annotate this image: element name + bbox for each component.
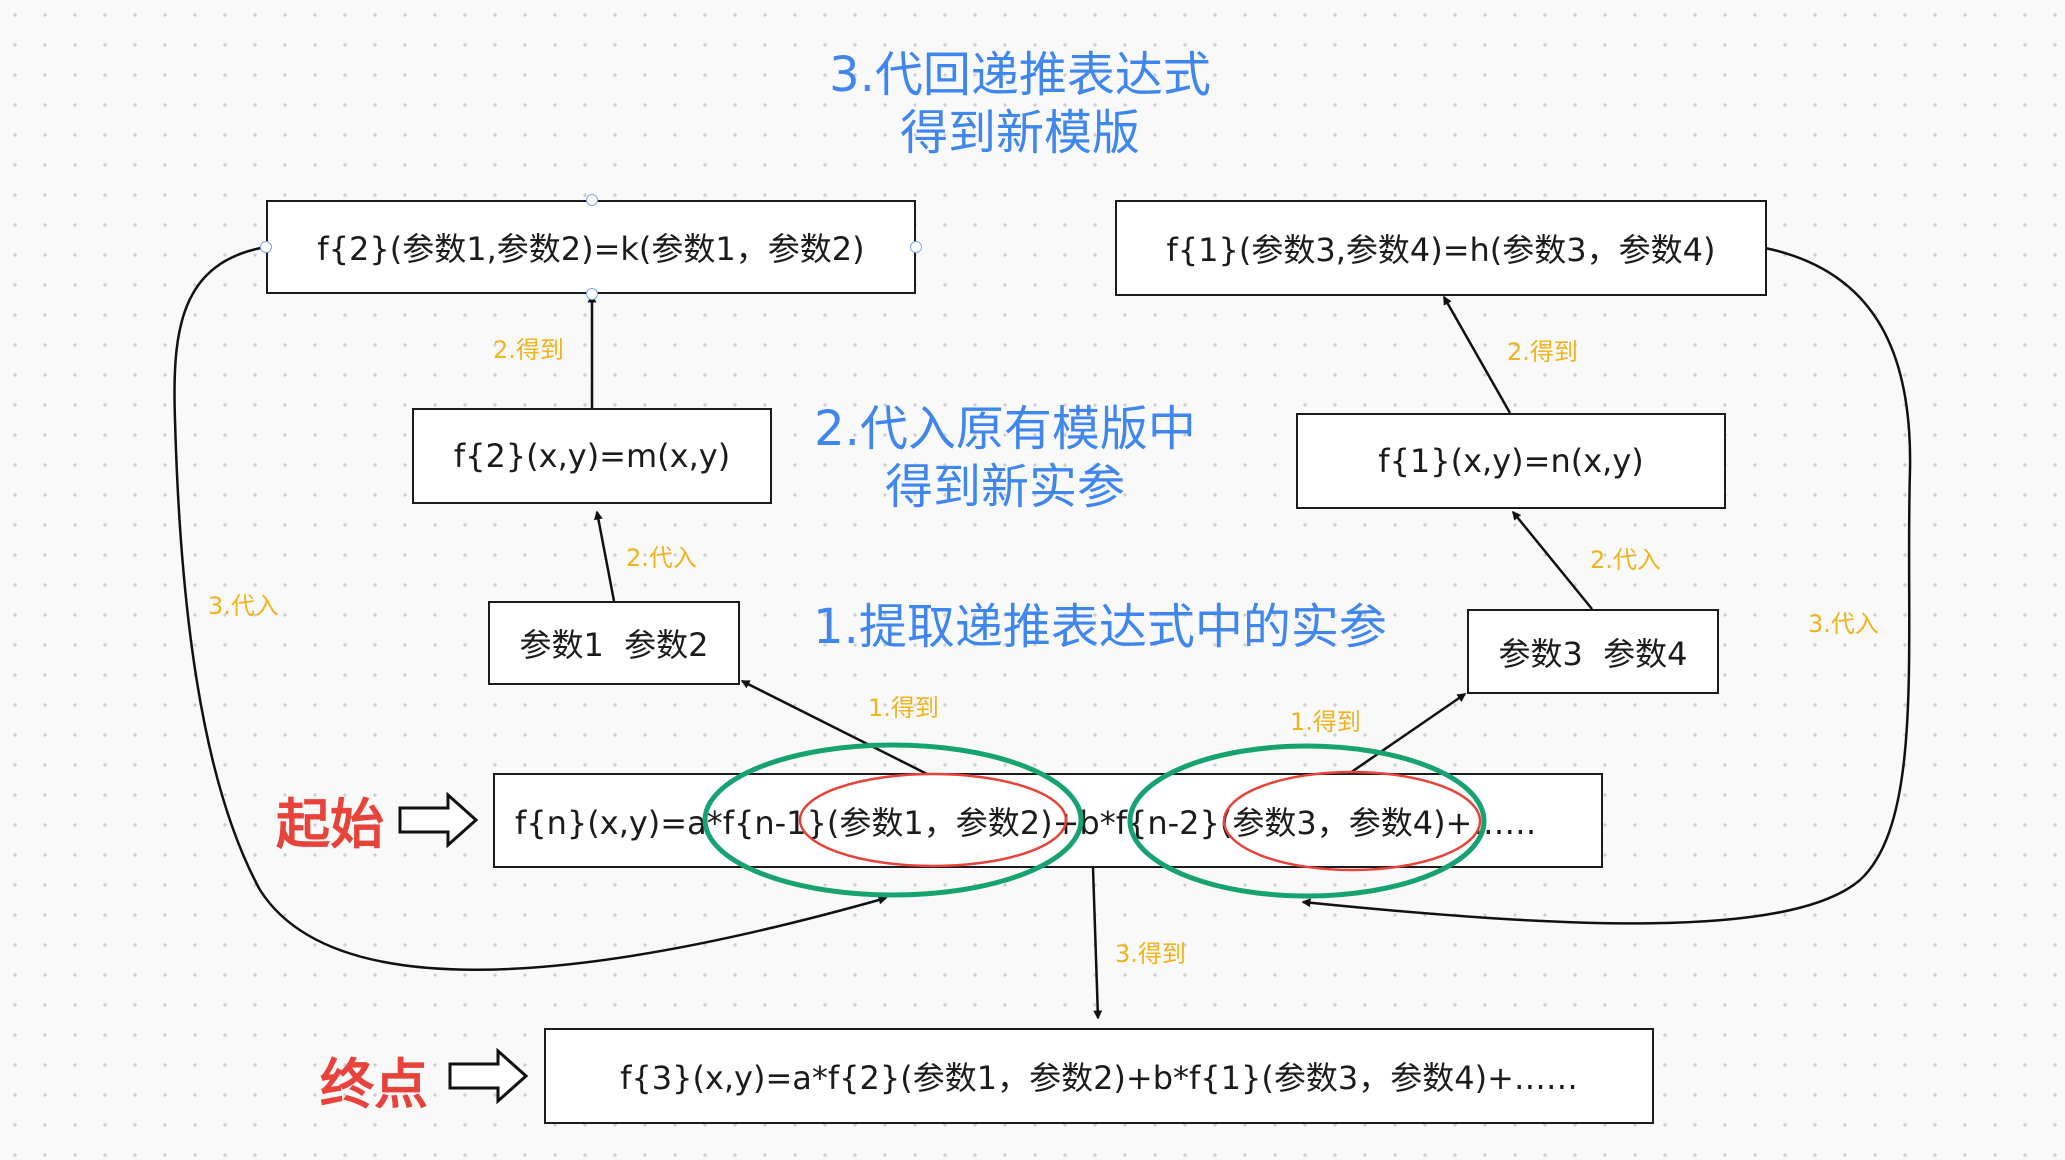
arrow-get1-right: [1349, 692, 1467, 775]
arrow-get2-right: [1442, 295, 1512, 414]
template-f2-text: f{2}(参数1,参数2)=k(参数1，参数2): [317, 230, 865, 268]
edge-label-get2-left: 2.得到: [493, 336, 564, 364]
edge-label-get2-right: 2.得到: [1507, 338, 1578, 366]
step3-title-line1: 3.代回递推表达式: [829, 47, 1211, 103]
step3-title: 3.代回递推表达式 得到新模版: [700, 46, 1340, 162]
edge-label-substitute2-left: 2.代入: [626, 544, 697, 572]
template-f1-text: f{1}(参数3,参数4)=h(参数3，参数4): [1166, 231, 1716, 269]
edge-label-get3: 3.得到: [1115, 940, 1186, 968]
params-12-box[interactable]: 参数1 参数2: [488, 601, 740, 685]
params-12-text: 参数1 参数2: [519, 626, 709, 664]
arrow-substitute2-right: [1512, 510, 1593, 610]
step3-title-line2: 得到新模版: [899, 105, 1140, 161]
curve-substitute3-right: [1301, 246, 1912, 925]
edge-label-substitute3-left: 3.代入: [208, 592, 279, 620]
arrow-get3: [1091, 867, 1103, 1020]
step1-title-text: 1.提取递推表达式中的实参: [813, 599, 1387, 655]
params-34-box[interactable]: 参数3 参数4: [1467, 609, 1719, 694]
f2-xy-text: f{2}(x,y)=m(x,y): [453, 437, 731, 475]
start-formula-box[interactable]: f{n}(x,y)=a*f{n-1}(参数1，参数2)+b*f{n-2}(参数3…: [493, 773, 1603, 868]
end-marker-label: 终点: [320, 1053, 428, 1116]
template-f2-box[interactable]: f{2}(参数1,参数2)=k(参数1，参数2): [266, 200, 916, 294]
end-hollow-arrow-icon: [448, 1048, 528, 1104]
resize-handle-top[interactable]: [586, 194, 598, 206]
resize-handle-right[interactable]: [910, 241, 922, 253]
step1-title: 1.提取递推表达式中的实参: [760, 598, 1440, 656]
edge-label-substitute3-right: 3.代入: [1808, 610, 1879, 638]
end-formula-text: f{3}(x,y)=a*f{2}(参数1，参数2)+b*f{1}(参数3，参数4…: [620, 1059, 1578, 1097]
f1-xy-box[interactable]: f{1}(x,y)=n(x,y): [1296, 413, 1726, 509]
f1-xy-text: f{1}(x,y)=n(x,y): [1378, 442, 1644, 480]
step2-title: 2.代入原有模版中 得到新实参: [680, 400, 1330, 516]
start-hollow-arrow-icon: [398, 792, 478, 848]
curve-substitute3-left: [173, 245, 888, 971]
start-marker-label: 起始: [276, 793, 384, 856]
end-formula-box[interactable]: f{3}(x,y)=a*f{2}(参数1，参数2)+b*f{1}(参数3，参数4…: [544, 1028, 1654, 1124]
step2-title-line1: 2.代入原有模版中: [814, 401, 1196, 457]
start-formula-text: f{n}(x,y)=a*f{n-1}(参数1，参数2)+b*f{n-2}(参数3…: [515, 803, 1537, 842]
edge-label-substitute2-right: 2.代入: [1590, 546, 1661, 574]
resize-handle-bottom[interactable]: [586, 288, 598, 300]
f2-xy-box[interactable]: f{2}(x,y)=m(x,y): [412, 408, 772, 504]
step2-title-line2: 得到新实参: [884, 459, 1125, 515]
edge-label-get1-left: 1.得到: [868, 694, 939, 722]
arrow-substitute2-left: [593, 510, 616, 602]
params-34-text: 参数3 参数4: [1498, 634, 1688, 673]
edge-label-get1-right: 1.得到: [1290, 708, 1361, 736]
template-f1-box[interactable]: f{1}(参数3,参数4)=h(参数3，参数4): [1115, 200, 1767, 296]
resize-handle-left[interactable]: [260, 241, 272, 253]
